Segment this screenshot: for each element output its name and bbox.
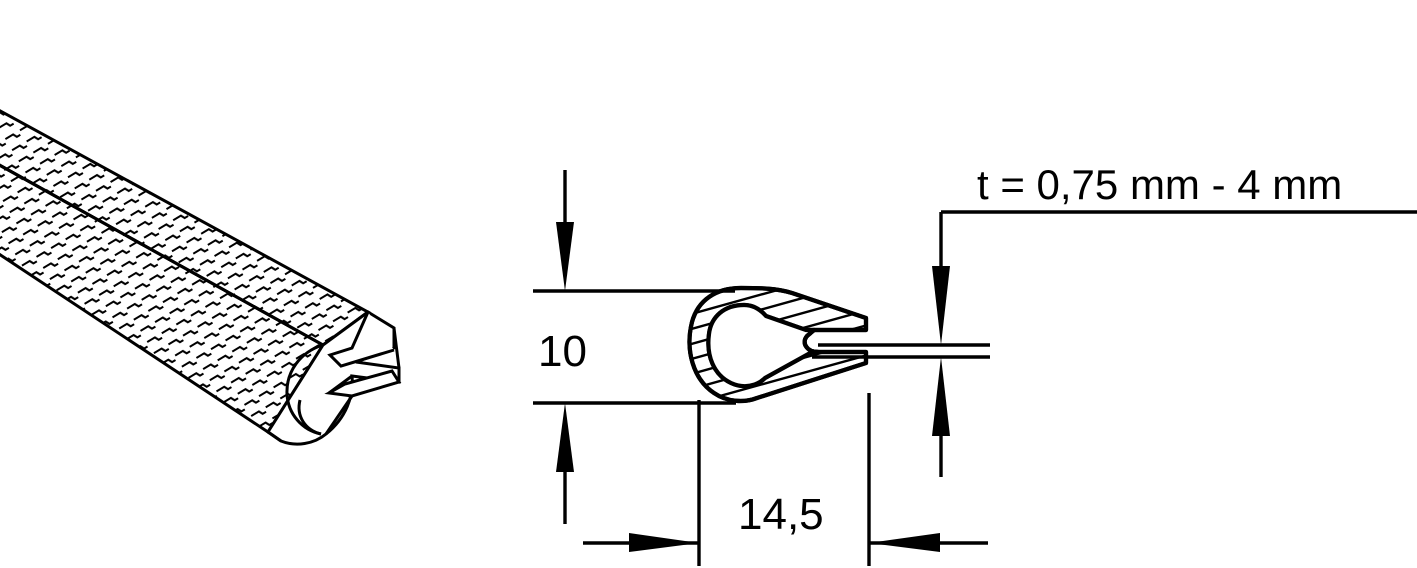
width-arrow-right — [869, 533, 940, 552]
cross-section-view — [687, 285, 869, 404]
thickness-note: t = 0,75 mm - 4 mm — [812, 161, 1417, 477]
isometric-view — [0, 109, 402, 446]
thickness-arrow-top — [932, 266, 950, 345]
profile-inner-void-mask — [706, 302, 821, 389]
height-dimension: 10 — [533, 170, 736, 524]
width-dimension: 14,5 — [583, 393, 988, 566]
width-arrow-left — [629, 533, 699, 552]
height-arrow-bottom — [556, 403, 574, 472]
height-dimension-label: 10 — [538, 327, 587, 376]
isometric-end-profile — [265, 310, 402, 446]
height-arrow-top — [556, 222, 574, 291]
isometric-edge-line — [0, 163, 324, 347]
width-dimension-label: 14,5 — [738, 490, 824, 539]
thickness-arrow-bottom — [932, 357, 950, 436]
profile-outline-top — [687, 285, 869, 404]
thickness-note-label: t = 0,75 mm - 4 mm — [977, 161, 1342, 208]
